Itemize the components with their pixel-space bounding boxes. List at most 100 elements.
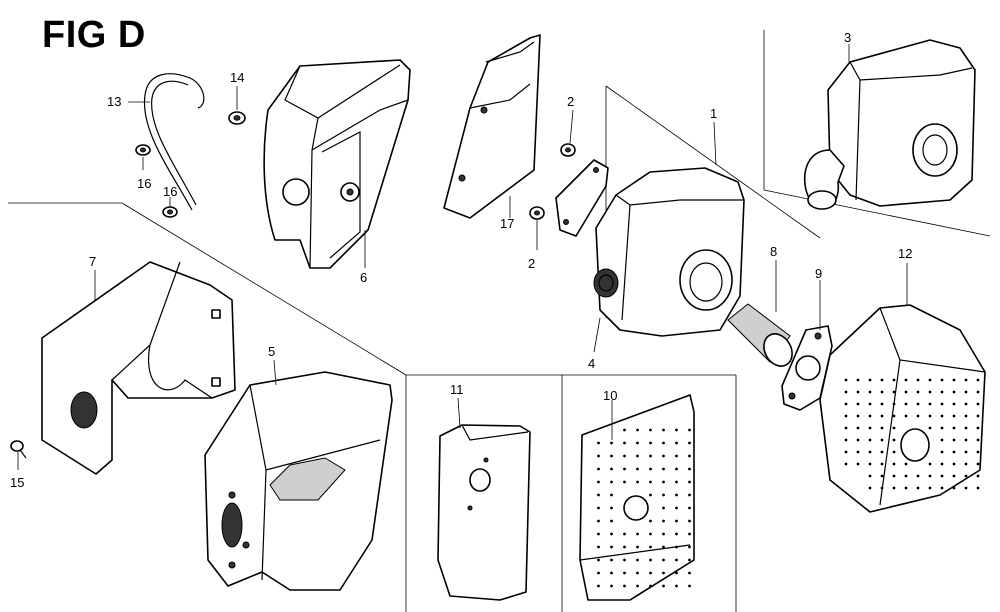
- perforation-dot: [675, 545, 678, 549]
- callout-10: 10: [603, 388, 617, 403]
- exhaust-gasket-part: [781, 325, 833, 411]
- perforation-dot: [623, 545, 626, 549]
- perforation-dot: [662, 506, 665, 510]
- perforation-dot: [892, 474, 896, 478]
- callout-2b: 2: [528, 256, 535, 271]
- perforation-dot: [675, 558, 678, 562]
- leader-lines: [17, 44, 908, 470]
- callout-15: 15: [10, 475, 24, 490]
- perforation-dot: [976, 414, 980, 418]
- perforation-dot: [675, 584, 678, 588]
- perforation-dot: [880, 438, 884, 442]
- perforation-dot: [649, 441, 652, 445]
- perforation-dots-10: [597, 428, 691, 588]
- perforation-dot: [880, 378, 884, 382]
- perforation-dot: [964, 474, 968, 478]
- perforation-dot: [940, 390, 944, 394]
- perforation-dot: [868, 390, 872, 394]
- perforation-dot: [868, 378, 872, 382]
- callout-7: 7: [89, 254, 96, 269]
- perforation-dot: [940, 450, 944, 454]
- perforation-dot: [597, 584, 600, 588]
- perforation-dot: [636, 584, 639, 588]
- perforation-dot: [904, 378, 908, 382]
- perforation-dot: [597, 454, 600, 458]
- wire-clip-part: [143, 73, 205, 211]
- perforation-dot: [976, 390, 980, 394]
- perforation-dot: [964, 402, 968, 406]
- figure-title: FIG D: [42, 14, 146, 56]
- perforation-dot: [636, 454, 639, 458]
- perforation-dot: [623, 558, 626, 562]
- perforation-dot: [636, 441, 639, 445]
- nut-part-16a: [135, 144, 151, 156]
- nut-part-14: [228, 111, 246, 125]
- perforation-dot: [880, 474, 884, 478]
- perforation-dot: [916, 486, 920, 490]
- perforation-dot: [976, 426, 980, 430]
- plate-part-11: [437, 424, 531, 601]
- muffler-assembly-part-3: [803, 39, 976, 210]
- perforation-dot: [856, 390, 860, 394]
- perforation-dot: [976, 378, 980, 382]
- perforation-dot: [952, 390, 956, 394]
- perforation-dot: [952, 426, 956, 430]
- perforation-dot: [844, 426, 848, 430]
- perforation-dot: [675, 519, 678, 523]
- perforation-dot: [940, 402, 944, 406]
- perforation-dot: [904, 402, 908, 406]
- perforation-dot: [649, 428, 652, 432]
- callout-3: 3: [844, 30, 851, 45]
- perforation-dot: [844, 438, 848, 442]
- perforation-dot: [976, 450, 980, 454]
- perforation-dot: [928, 486, 932, 490]
- perforation-dot: [688, 519, 691, 523]
- perforation-dot: [623, 584, 626, 588]
- perforation-dot: [623, 441, 626, 445]
- callout-17: 17: [500, 216, 514, 231]
- perforation-dot: [964, 426, 968, 430]
- perforation-dot: [688, 545, 691, 549]
- callout-12: 12: [898, 246, 912, 261]
- perforation-dot: [880, 390, 884, 394]
- perforation-dot: [662, 532, 665, 536]
- perforation-dot: [964, 486, 968, 490]
- callout-8: 8: [770, 244, 777, 259]
- perforation-dot: [844, 414, 848, 418]
- perforation-dot: [868, 414, 872, 418]
- washer-part-2b: [529, 206, 545, 220]
- callout-14: 14: [230, 70, 244, 85]
- perforation-dot: [688, 428, 691, 432]
- perforation-dot: [597, 441, 600, 445]
- perforation-dot: [976, 474, 980, 478]
- perforation-dot: [610, 545, 613, 549]
- perforation-dot: [597, 571, 600, 575]
- muffler-part: [593, 167, 745, 337]
- perforation-dot: [940, 414, 944, 418]
- callout-1: 1: [710, 106, 717, 121]
- perforation-dot: [597, 506, 600, 510]
- perforation-dot: [610, 441, 613, 445]
- perforation-dot: [916, 390, 920, 394]
- perforation-dot: [675, 467, 678, 471]
- perforation-dot: [952, 402, 956, 406]
- perforation-dot: [856, 438, 860, 442]
- perforation-dot: [916, 474, 920, 478]
- perforation-dot: [636, 532, 639, 536]
- perforation-dot: [856, 426, 860, 430]
- perforation-dot: [928, 426, 932, 430]
- perforation-dot: [892, 426, 896, 430]
- perforation-dot: [610, 480, 613, 484]
- callout-11: 11: [450, 382, 464, 397]
- perforation-dot: [916, 414, 920, 418]
- perforation-dot: [844, 462, 848, 466]
- perforation-dot: [964, 414, 968, 418]
- screw-part-15: [10, 440, 27, 459]
- perforation-dot: [976, 402, 980, 406]
- muffler-protector-part-5: [204, 371, 393, 591]
- perforation-dot: [880, 426, 884, 430]
- callout-9: 9: [815, 266, 822, 281]
- perforation-dot: [623, 467, 626, 471]
- perforation-dot: [940, 462, 944, 466]
